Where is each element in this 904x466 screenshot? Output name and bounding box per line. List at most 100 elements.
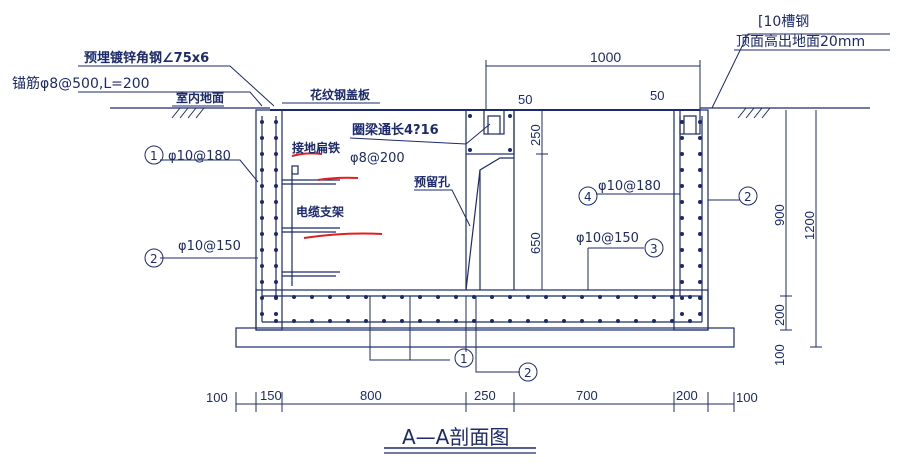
rebar-dot bbox=[274, 216, 278, 220]
label-reserved-hole: 预留孔 bbox=[414, 174, 450, 189]
red-highlights bbox=[291, 152, 383, 239]
rebar-dot bbox=[364, 319, 368, 323]
dim-bottom-200: 200 bbox=[676, 388, 698, 403]
rebar-dot bbox=[688, 319, 692, 323]
rebar-dot bbox=[400, 319, 404, 323]
dim-bottom-700: 700 bbox=[576, 388, 598, 403]
marker-4: 4 bbox=[584, 190, 592, 204]
ground-hatch-left bbox=[171, 107, 205, 119]
left-wall bbox=[255, 109, 283, 331]
rebar-dot bbox=[562, 319, 566, 323]
dim-1200: 1200 bbox=[802, 211, 817, 240]
rebar-dot bbox=[454, 295, 458, 299]
rebar-dot bbox=[346, 319, 350, 323]
rebar-dot bbox=[274, 120, 278, 124]
dim-200: 200 bbox=[772, 304, 787, 326]
rebar-dot bbox=[364, 295, 368, 299]
rebar-dot bbox=[616, 295, 620, 299]
dim-top-span: 1000 bbox=[590, 49, 621, 65]
rebar-dot bbox=[260, 120, 264, 124]
rebar-dot bbox=[310, 295, 314, 299]
rebar-dot bbox=[698, 200, 702, 204]
rebar-dot bbox=[544, 295, 548, 299]
rebar-dot bbox=[508, 148, 512, 152]
rebar-dot bbox=[698, 264, 702, 268]
dim-100-vertical: 100 bbox=[772, 344, 787, 366]
rebar-dot bbox=[274, 168, 278, 172]
reserved-hole-shape bbox=[465, 157, 514, 291]
rebar-dot bbox=[508, 295, 512, 299]
rebar-dot bbox=[490, 295, 494, 299]
rebar-dot bbox=[634, 319, 638, 323]
label-bar-4: φ10@180 bbox=[598, 179, 661, 194]
label-ring-stirrup: φ8@200 bbox=[350, 151, 405, 166]
rebar-dot bbox=[680, 136, 684, 140]
rebar-dot bbox=[274, 264, 278, 268]
rebar-dot bbox=[260, 136, 264, 140]
rebar-dot bbox=[292, 319, 296, 323]
rebar-dot bbox=[698, 168, 702, 172]
rebar-dot bbox=[680, 200, 684, 204]
rebar-dot bbox=[436, 319, 440, 323]
rebar-dot bbox=[562, 295, 566, 299]
dim-bottom-150: 150 bbox=[260, 388, 282, 403]
rebar-dot bbox=[310, 319, 314, 323]
rebar-dot bbox=[680, 184, 684, 188]
dim-250: 250 bbox=[528, 124, 543, 146]
dim-bottom-800: 800 bbox=[360, 388, 382, 403]
rebar-dot bbox=[634, 295, 638, 299]
rebar-dot bbox=[454, 319, 458, 323]
label-bar-1: φ10@180 bbox=[168, 149, 231, 164]
rebar-dot bbox=[328, 319, 332, 323]
rebar-dot bbox=[670, 319, 674, 323]
rebar-dot bbox=[680, 296, 684, 300]
rebar-dot bbox=[260, 296, 264, 300]
rebar-dot bbox=[346, 295, 350, 299]
leader-lines bbox=[78, 33, 890, 373]
label-top-above-ground: 顶面高出地面20mm bbox=[736, 33, 865, 50]
rebar-dot bbox=[274, 136, 278, 140]
label-anchor-bar: 锚筋φ8@500,L=200 bbox=[12, 75, 150, 92]
rebar-dot bbox=[526, 295, 530, 299]
rebar-dot bbox=[418, 319, 422, 323]
rebar-dot bbox=[472, 295, 476, 299]
rebar-dot bbox=[260, 312, 264, 316]
rebar-dot bbox=[680, 120, 684, 124]
rebar-dot bbox=[598, 319, 602, 323]
label-cover-plate: 花纹钢盖板 bbox=[310, 87, 371, 102]
rebar-dot bbox=[508, 114, 512, 118]
label-indoor-ground: 室内地面 bbox=[176, 90, 224, 105]
rebar-dot bbox=[260, 248, 264, 252]
rebar-dot bbox=[698, 120, 702, 124]
drawing-title: A—A剖面图 bbox=[402, 425, 509, 449]
rebar-dot bbox=[274, 319, 278, 323]
rebar-dots bbox=[260, 114, 702, 323]
rebar-dot bbox=[260, 168, 264, 172]
rebar-dot bbox=[274, 280, 278, 284]
rebar-dot bbox=[260, 152, 264, 156]
rebar-dot bbox=[698, 136, 702, 140]
rebar-dot bbox=[382, 295, 386, 299]
rebar-dot bbox=[698, 312, 702, 316]
rebar-dot bbox=[468, 148, 472, 152]
label-bar-2: φ10@150 bbox=[178, 239, 241, 254]
rebar-dot bbox=[328, 295, 332, 299]
cable-brackets bbox=[282, 165, 340, 286]
dim-bottom-100-left: 100 bbox=[206, 390, 228, 405]
rebar-dot bbox=[598, 295, 602, 299]
rebar-dot bbox=[680, 280, 684, 284]
rebar-dot bbox=[274, 152, 278, 156]
rebar-dot bbox=[698, 184, 702, 188]
ground-hatch-right bbox=[737, 107, 771, 119]
label-embedded-angle: 预埋镀锌角钢∠75x6 bbox=[84, 50, 209, 66]
dim-50-left: 50 bbox=[518, 92, 532, 107]
rebar-dot bbox=[274, 232, 278, 236]
dim-bottom-250: 250 bbox=[474, 388, 496, 403]
rebar-dot bbox=[490, 319, 494, 323]
marker-1-bottom: 1 bbox=[460, 352, 468, 366]
label-ring-beam: 圈梁通长4?16 bbox=[352, 122, 439, 138]
rebar-dot bbox=[274, 295, 278, 299]
marker-2-left: 2 bbox=[150, 252, 158, 266]
rebar-dot bbox=[292, 295, 296, 299]
